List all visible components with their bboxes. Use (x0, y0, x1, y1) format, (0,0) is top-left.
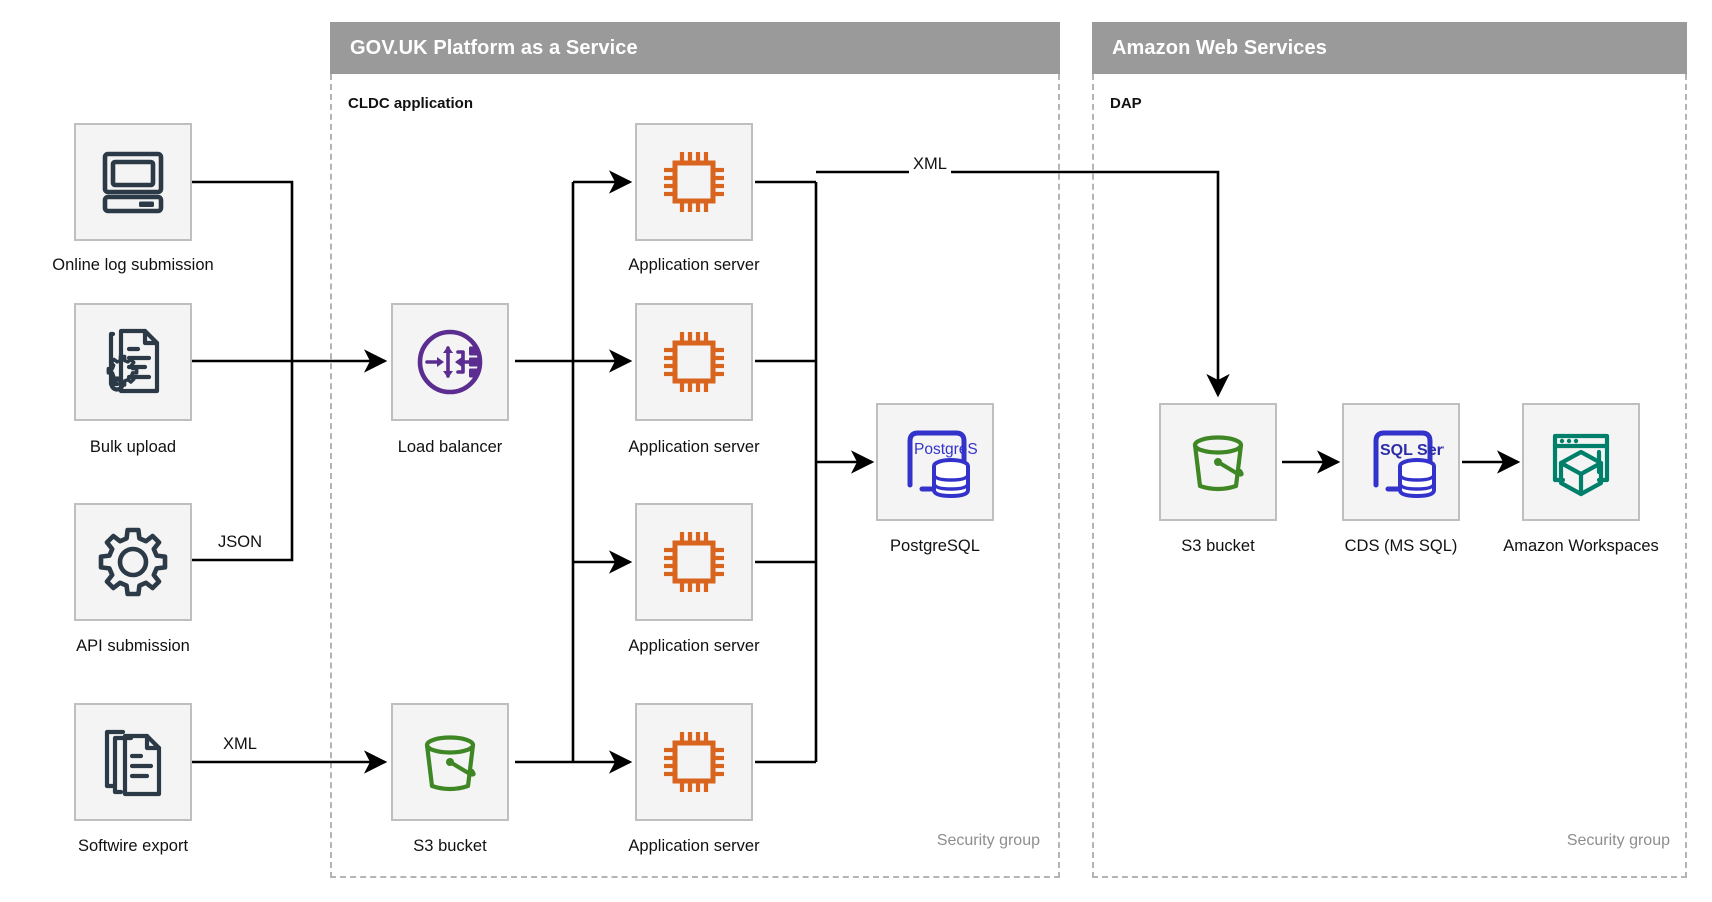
group-body-aws (1092, 74, 1687, 878)
node-label-app-server-4: Application server (628, 837, 760, 855)
sql-server-icon: SQL Server (1358, 419, 1444, 505)
group-sublabel-cldc: CLDC application (348, 95, 474, 112)
node-online-log-submission[interactable] (74, 123, 192, 241)
node-label-api-submission: API submission (76, 637, 190, 655)
node-label-app-server-2: Application server (628, 438, 760, 456)
node-label-softwire-export: Softwire export (77, 837, 189, 855)
node-s3-bucket-paas[interactable] (391, 703, 509, 821)
edge-label-xml-dap: XML (909, 155, 951, 174)
desktop-computer-icon (93, 142, 173, 222)
node-app-server-2[interactable] (635, 303, 753, 421)
node-load-balancer[interactable] (391, 303, 509, 421)
group-header-aws: Amazon Web Services (1092, 22, 1687, 74)
node-label-load-balancer: Load balancer (397, 438, 503, 456)
documents-stack-icon (93, 722, 173, 802)
load-balancer-icon (410, 322, 490, 402)
node-label-postgresql: PostgreSQL (890, 537, 980, 555)
edge-label-xml-softwire: XML (219, 735, 261, 754)
node-postgresql[interactable]: PostgreSQL (876, 403, 994, 521)
node-softwire-export[interactable] (74, 703, 192, 821)
svg-text:PostgreSQL: PostgreSQL (914, 441, 978, 458)
node-amazon-workspaces[interactable] (1522, 403, 1640, 521)
node-app-server-1[interactable] (635, 123, 753, 241)
group-footer-security-group-aws: Security group (1566, 832, 1670, 849)
edge-label-json: JSON (213, 533, 267, 552)
node-cds-ms-sql[interactable]: SQL Server (1342, 403, 1460, 521)
node-label-online-log-submission: Online log submission (52, 256, 214, 274)
cpu-chip-icon (654, 722, 734, 802)
node-label-cds-ms-sql: CDS (MS SQL) (1344, 537, 1458, 555)
node-app-server-4[interactable] (635, 703, 753, 821)
group-header-paas: GOV.UK Platform as a Service (330, 22, 1060, 74)
node-label-amazon-workspaces: Amazon Workspaces (1503, 537, 1659, 555)
node-bulk-upload[interactable] (74, 303, 192, 421)
cpu-chip-icon (654, 322, 734, 402)
node-s3-bucket-aws[interactable] (1159, 403, 1277, 521)
node-label-app-server-3: Application server (628, 637, 760, 655)
amazon-workspaces-icon (1541, 422, 1621, 502)
group-sublabel-dap: DAP (1110, 95, 1142, 112)
node-api-submission[interactable] (74, 503, 192, 621)
node-label-app-server-1: Application server (628, 256, 760, 274)
svg-text:SQL Server: SQL Server (1380, 442, 1444, 459)
cpu-chip-icon (654, 142, 734, 222)
node-app-server-3[interactable] (635, 503, 753, 621)
node-label-s3-bucket-paas: S3 bucket (413, 837, 487, 855)
postgresql-icon: PostgreSQL (892, 419, 978, 505)
group-footer-security-group-paas: Security group (936, 832, 1040, 849)
node-label-bulk-upload: Bulk upload (89, 438, 177, 456)
gear-icon (93, 522, 173, 602)
s3-bucket-icon (1178, 422, 1258, 502)
group-title-paas: GOV.UK Platform as a Service (350, 36, 638, 59)
s3-bucket-icon (410, 722, 490, 802)
group-body-paas (330, 74, 1060, 878)
node-label-s3-bucket-aws: S3 bucket (1181, 537, 1255, 555)
group-title-aws: Amazon Web Services (1112, 36, 1327, 59)
document-gear-icon (93, 322, 173, 402)
cpu-chip-icon (654, 522, 734, 602)
